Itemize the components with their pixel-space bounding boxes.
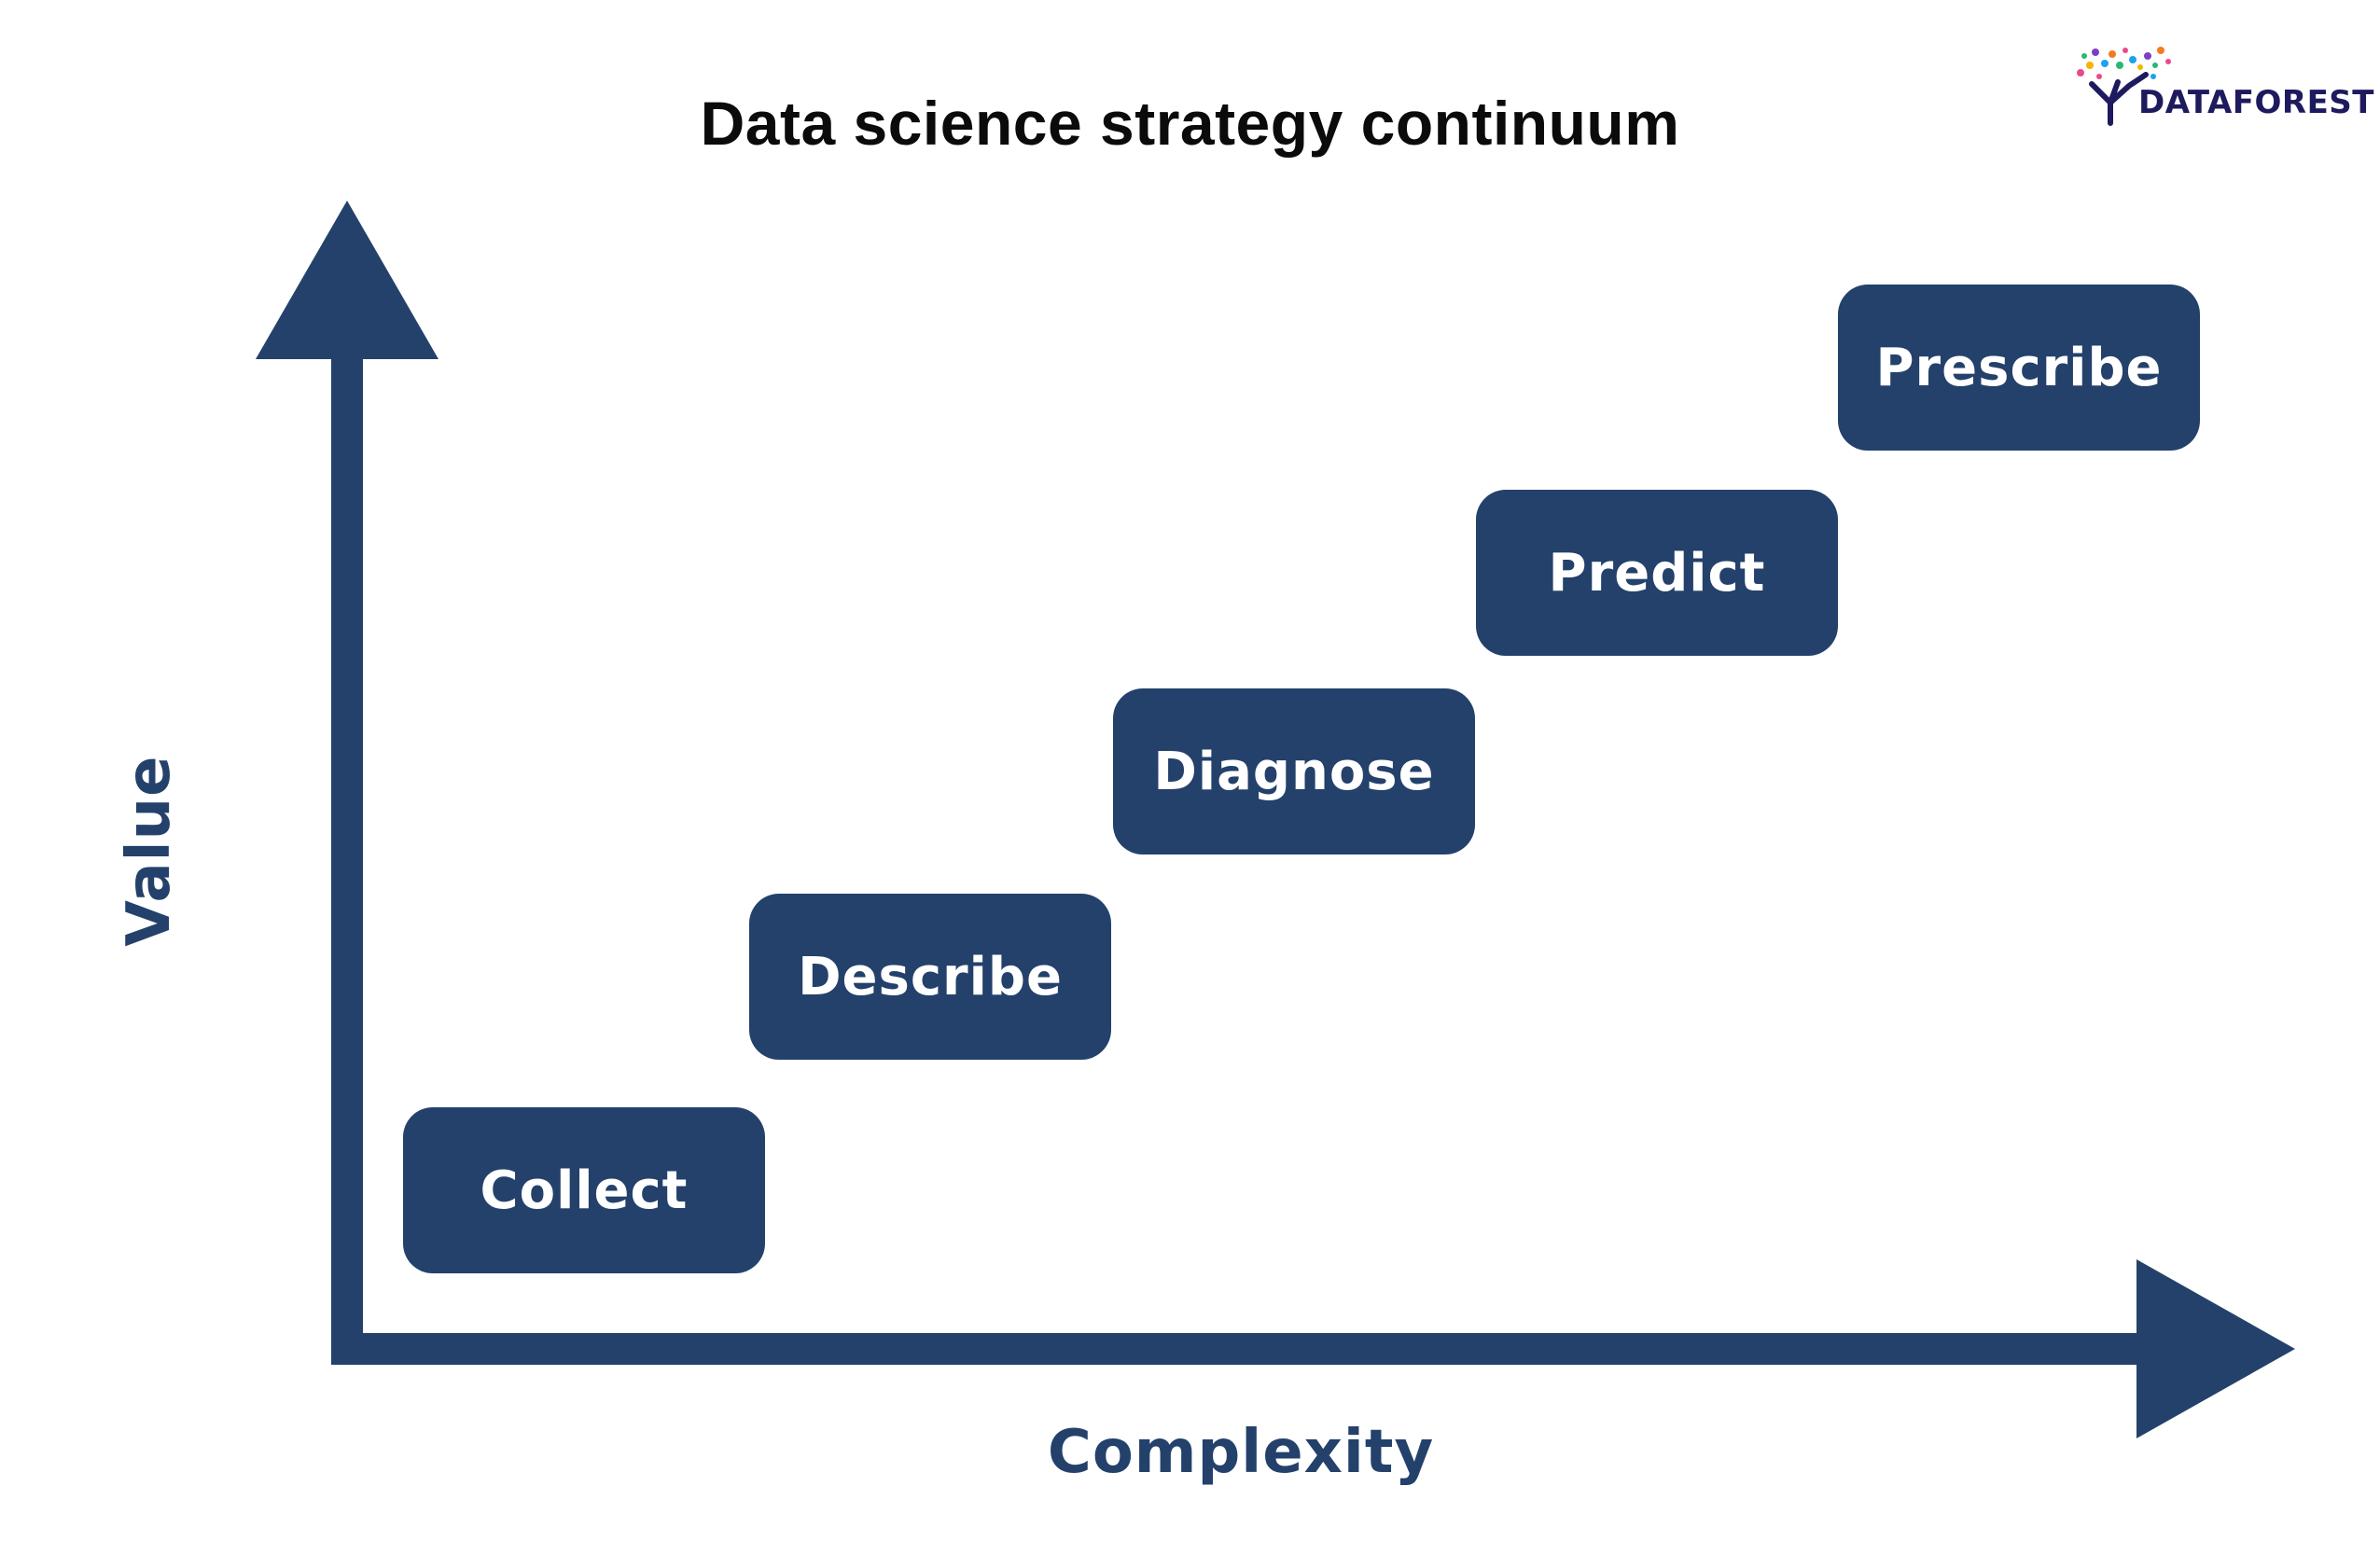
- step-prescribe: Prescribe: [1838, 285, 2200, 451]
- step-diagnose: Diagnose: [1113, 688, 1475, 854]
- step-describe: Describe: [749, 894, 1111, 1060]
- y-axis-line: [331, 350, 363, 1364]
- step-collect: Collect: [403, 1107, 765, 1273]
- y-axis-arrowhead: [256, 201, 438, 359]
- x-axis-label: Complexity: [1047, 1418, 1435, 1487]
- dataforest-logo: DATAFOREST: [2071, 37, 2373, 140]
- logo-wordmark: DATAFOREST: [2138, 84, 2374, 121]
- diagram-title: Data science strategy continuum: [700, 89, 1680, 158]
- x-axis-line: [331, 1333, 2160, 1365]
- x-axis-arrowhead: [2136, 1259, 2295, 1438]
- y-axis-label: Value: [115, 755, 184, 947]
- step-predict: Predict: [1476, 490, 1838, 656]
- tree-icon: [2077, 47, 2171, 126]
